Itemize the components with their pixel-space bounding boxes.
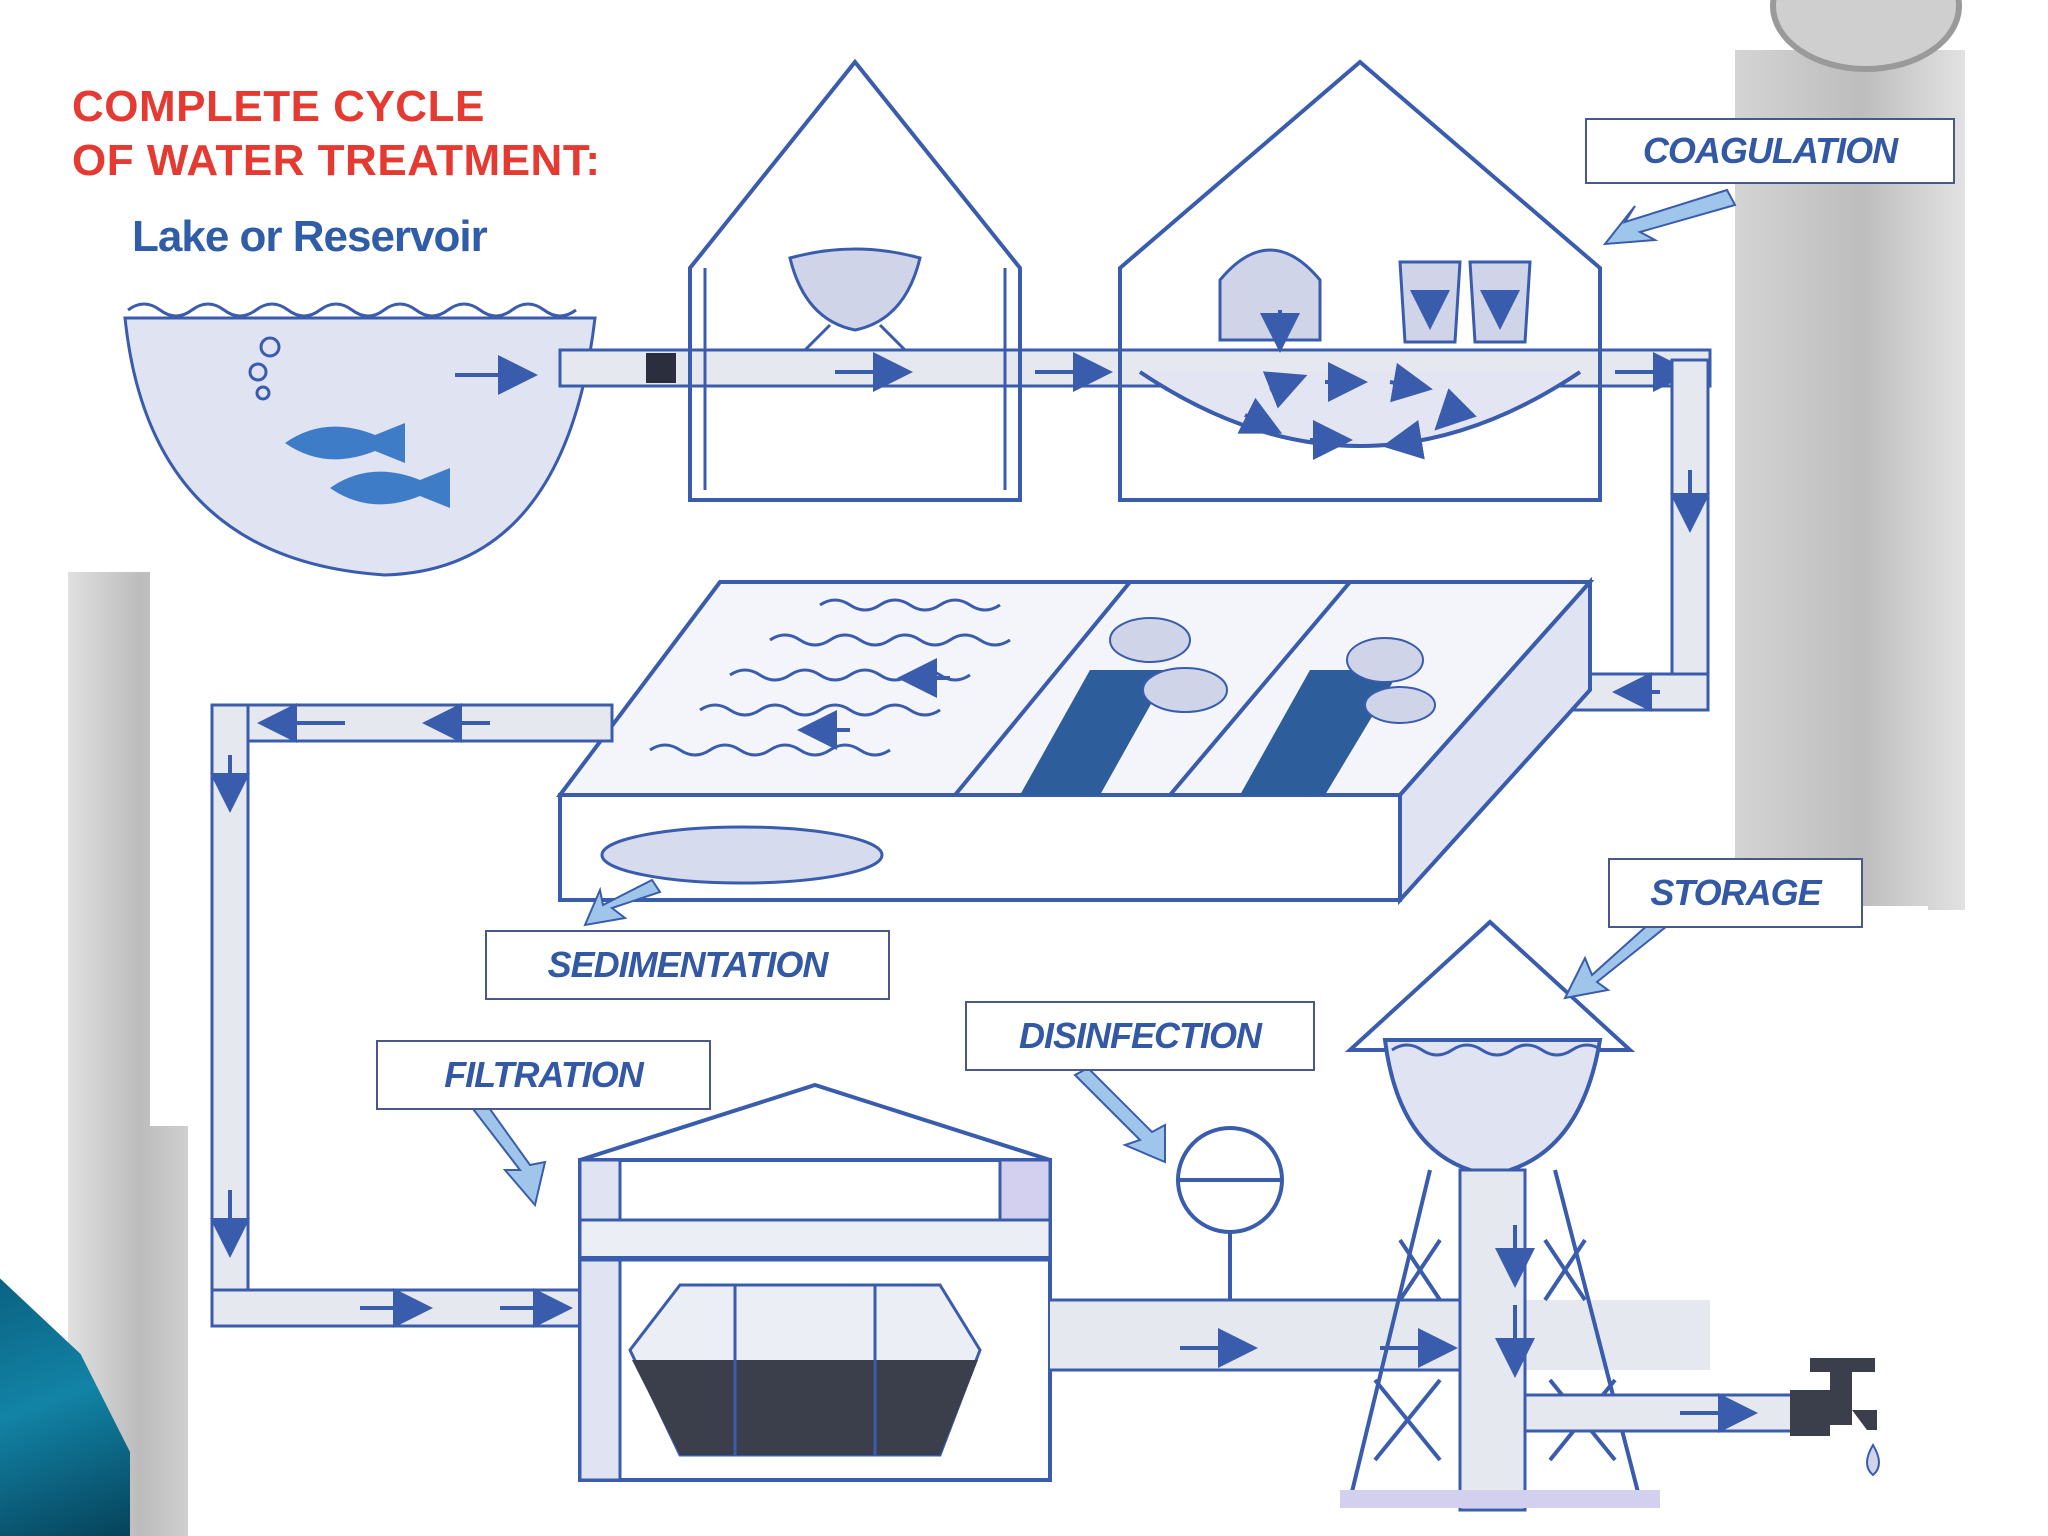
title-line-1: COMPLETE CYCLE: [72, 82, 485, 131]
coagulation-label: COAGULATION: [1585, 118, 1955, 184]
bubbles-icon: [248, 336, 281, 401]
lake-reservoir-label: Lake or Reservoir: [132, 212, 488, 261]
chemical-cylinders-icon: [1398, 260, 1532, 344]
floc-particles-icon: [1109, 617, 1436, 724]
water-tower: [1340, 919, 1797, 1512]
storage-label: STORAGE: [1608, 858, 1863, 928]
filter-media: [632, 1360, 978, 1455]
sludge-layer: [600, 825, 884, 885]
building-coagulation: [1118, 59, 1602, 502]
disinfection-gauge-icon: [1176, 1126, 1284, 1300]
faucet-icon: [1790, 1358, 1880, 1477]
lake-reservoir: [123, 302, 597, 577]
screen-icon: [646, 353, 676, 383]
filtration-label: FILTRATION: [376, 1040, 711, 1110]
fish-icon: [285, 423, 450, 508]
sedimentation-label: SEDIMENTATION: [485, 930, 890, 1000]
disinfection-label: DISINFECTION: [965, 1001, 1315, 1071]
pipe-left-down: [210, 703, 614, 1328]
filtration-building: [578, 1082, 1052, 1482]
background-white-notch: [150, 572, 195, 1126]
mixing-tank-icon: [1218, 248, 1322, 353]
diagram-title: COMPLETE CYCLE OF WATER TREATMENT:: [72, 80, 692, 188]
tower-lattice: [1348, 1169, 1642, 1501]
pipe-right-down: [1513, 358, 1710, 712]
chemical-hopper-icon: [788, 247, 922, 352]
outlet-pipe: [1050, 1298, 1710, 1372]
building-chemical-feed: [688, 58, 1022, 502]
sedimentation-basin: [555, 576, 1595, 906]
floc-arrows-icon: [1237, 362, 1477, 460]
title-line-2: OF WATER TREATMENT:: [72, 136, 601, 185]
label-pointer-arrows: [468, 188, 1737, 1208]
background-gray-panel-right: [1735, 50, 1965, 910]
